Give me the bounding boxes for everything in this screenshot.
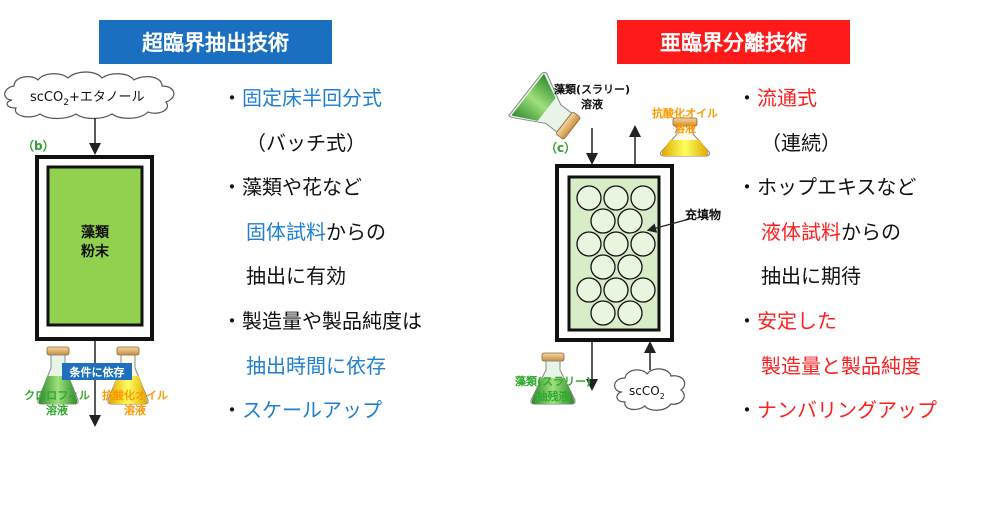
- flask1-label-1: クロロフィル: [24, 389, 90, 402]
- left-bullet-2: ・藻類や花など: [222, 175, 362, 200]
- vessel-label-2: 粉末: [81, 243, 110, 260]
- packing-pointer: [646, 217, 694, 233]
- flask1-label-2: 溶液: [46, 403, 69, 417]
- condition-label: 条件に依存: [69, 365, 125, 379]
- right-bullet-list: ・流通式 （連続） ・ホップエキスなど 液体試料からの 抽出に期待 ・安定した …: [737, 76, 937, 433]
- oil-label-2: 溶液: [674, 121, 697, 135]
- residue-flask-icon: [530, 352, 576, 405]
- gas-label: scCO2: [629, 384, 665, 401]
- residue-label-1: 藻類(スラリー): [515, 374, 591, 388]
- chlorophyll-flask-icon: [37, 346, 79, 405]
- right-header: 亜臨界分離技術: [617, 20, 850, 64]
- right-bullet-2-cont: 液体試料からの: [761, 219, 901, 244]
- left-header: 超臨界抽出技術: [99, 20, 332, 64]
- packing-spheres: [576, 185, 656, 326]
- feed-label-2: 溶液: [581, 97, 604, 111]
- gas-cloud: scCO2: [614, 368, 686, 411]
- batch-extraction-diagram: scCO2+エタノール （b） 藻類 粉末 条件に依存 クロロフィル 溶液 抗酸…: [4, 71, 175, 427]
- residue-label-2: 抽残液: [537, 389, 571, 403]
- feed-flask-icon: [508, 71, 581, 140]
- inlet-cloud: scCO2+エタノール: [4, 71, 175, 120]
- left-bullet-3-cont: 抽出時間に依存: [246, 353, 386, 378]
- packing-label: 充填物: [685, 207, 721, 222]
- left-bullet-2-cont2: 抽出に有効: [246, 264, 346, 289]
- right-bullet-1-sub: （連続）: [761, 130, 841, 155]
- right-bullet-2-cont2: 抽出に期待: [761, 264, 861, 289]
- left-bullet-1-sub: （バッチ式）: [246, 130, 366, 155]
- vessel-label-1: 藻類: [81, 224, 110, 241]
- inlet-label: scCO2+エタノール: [30, 90, 144, 108]
- condition-badge: [62, 363, 132, 380]
- right-bullet-1: ・流通式: [737, 86, 817, 110]
- panel-label-b: （b）: [22, 138, 55, 153]
- algae-powder-bed: [46, 165, 144, 327]
- right-bullet-3: ・安定した: [737, 308, 837, 333]
- flask2-label-2: 溶液: [124, 403, 147, 417]
- oil-flask-icon: [660, 117, 710, 157]
- left-bullet-3: ・製造量や製品純度は: [222, 308, 422, 333]
- panel-label-c: （c）: [545, 140, 576, 155]
- oil-label-1: 抗酸化オイル: [652, 106, 718, 120]
- right-bullet-3-cont: 製造量と製品純度: [761, 353, 921, 378]
- continuous-separation-diagram: 藻類(スラリー) 溶液 （c） 抗酸化オイル 溶液 充填物 藻類(スラリー) 抽…: [508, 71, 721, 411]
- left-bullet-list: ・固定床半回分式 （バッチ式） ・藻類や花など 固体試料からの 抽出に有効 ・製…: [222, 76, 422, 433]
- flask2-label-1: 抗酸化オイル: [102, 388, 168, 402]
- left-bullet-2-cont: 固体試料からの: [246, 219, 386, 244]
- left-bullet-1: ・固定床半回分式: [222, 86, 382, 110]
- right-bullet-2: ・ホップエキスなど: [737, 175, 917, 200]
- feed-label-1: 藻類(スラリー): [554, 82, 630, 96]
- left-bullet-4: ・スケールアップ: [222, 398, 382, 423]
- right-bullet-4: ・ナンバリングアップ: [737, 398, 937, 423]
